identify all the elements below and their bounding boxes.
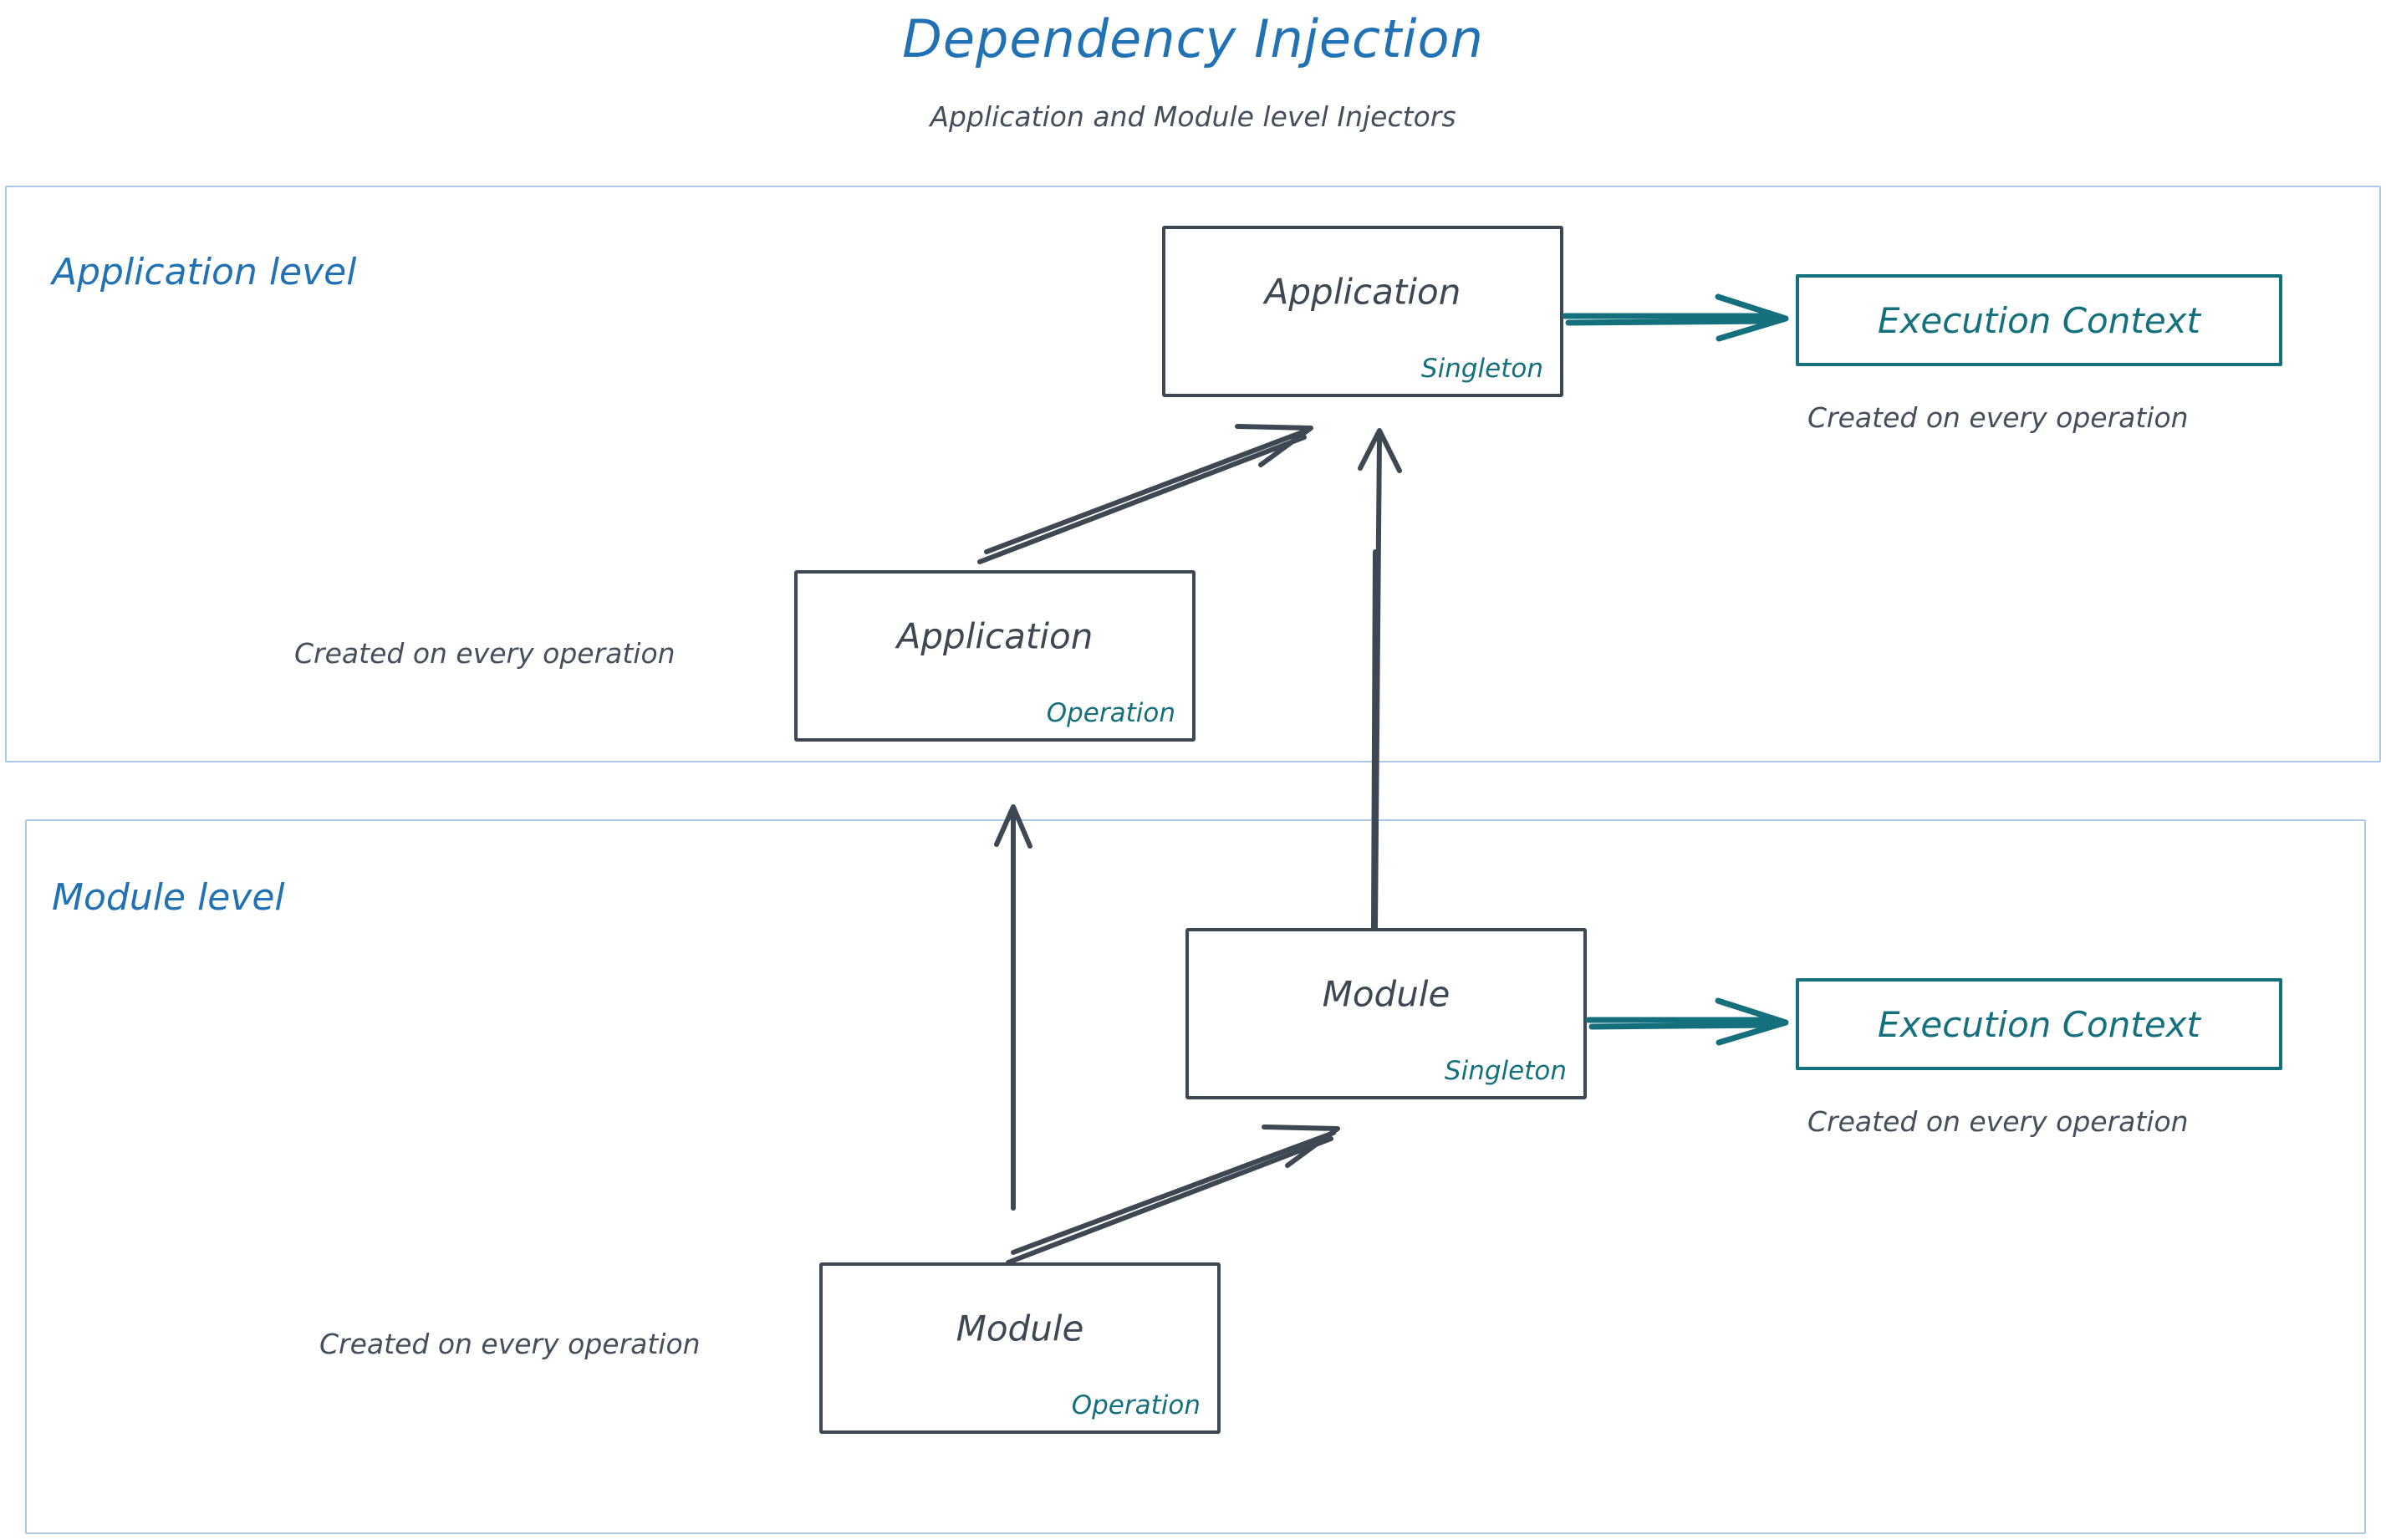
node-title: Application [896,615,1094,657]
node-module-operation[interactable]: Module Operation [819,1262,1221,1434]
page-subtitle: Application and Module level Injectors [930,100,1456,133]
node-module-singleton[interactable]: Module Singleton [1185,928,1587,1099]
execution-context-application[interactable]: Execution Context [1796,274,2282,366]
module-level-container [25,819,2366,1534]
node-title: Module [956,1308,1084,1349]
node-scope-badge: Operation [1071,1390,1201,1420]
node-title: Application [1264,271,1461,313]
execution-context-caption: Created on every operation [1807,401,2189,434]
node-application-operation[interactable]: Application Operation [794,570,1196,742]
node-scope-badge: Singleton [1420,354,1543,384]
node-application-singleton[interactable]: Application Singleton [1162,226,1563,397]
execution-context-caption: Created on every operation [1807,1105,2189,1138]
node-title: Module [1322,973,1450,1015]
node-scope-badge: Singleton [1444,1056,1567,1086]
application-level-container [5,186,2381,762]
module-operation-caption: Created on every operation [319,1328,701,1360]
page-title: Dependency Injection [902,8,1484,69]
node-scope-badge: Operation [1046,698,1175,728]
execution-context-label: Execution Context [1877,299,2201,341]
module-level-label: Module level [52,876,285,919]
execution-context-module[interactable]: Execution Context [1796,978,2282,1070]
application-operation-caption: Created on every operation [294,637,676,670]
application-level-label: Application level [52,251,357,293]
execution-context-label: Execution Context [1877,1003,2201,1045]
